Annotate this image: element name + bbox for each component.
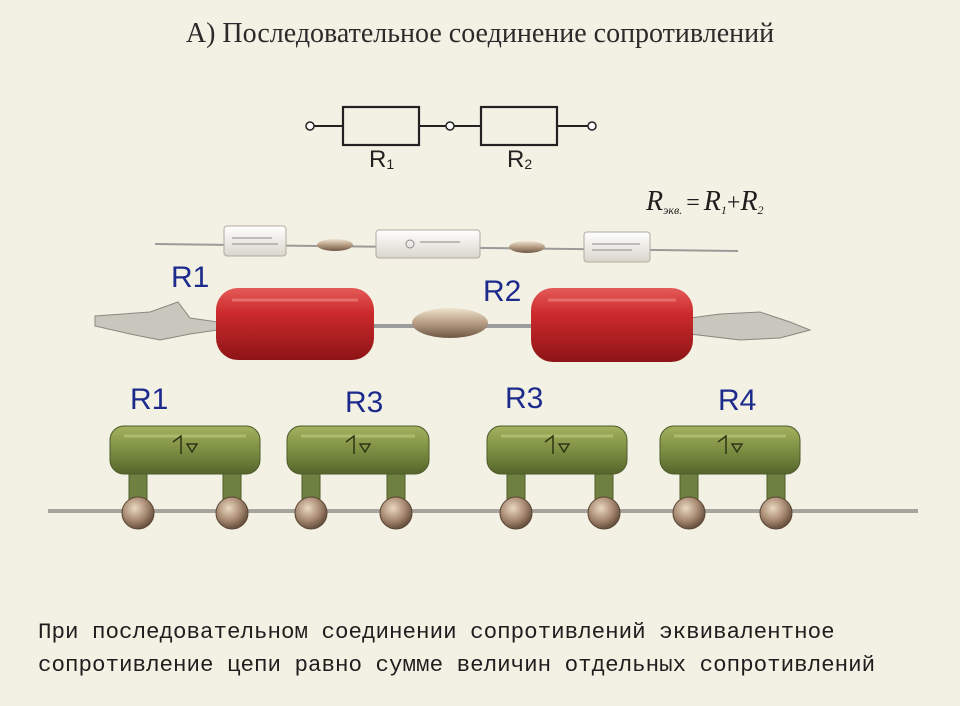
green-screw-1-2	[215, 496, 249, 530]
green-labels: R1 R3 R3 R4	[130, 382, 756, 419]
green-screw-4-2	[759, 496, 793, 530]
small-resistor-1	[223, 225, 287, 257]
green-resistor-marking-1	[172, 434, 199, 454]
schematic-resistor-r2	[479, 105, 559, 147]
schematic-label-r1: R1	[369, 146, 394, 173]
equivalent-resistance-formula: Rэкв.=R1+R2	[645, 186, 764, 217]
green-resistor-marking-4	[717, 434, 744, 454]
page-title: А) Последовательное соединение сопротивл…	[185, 18, 775, 49]
green-screw-2-2	[379, 496, 413, 530]
green-screw-3-2	[587, 496, 621, 530]
green-resistor-body-3	[486, 425, 628, 475]
green-resistors-row	[48, 425, 918, 530]
right-lead	[689, 311, 812, 341]
red-resistor-r2	[531, 288, 693, 362]
caption: При последовательном соединении сопротив…	[38, 616, 938, 682]
junction-node	[445, 121, 455, 131]
green-screw-1-1	[121, 496, 155, 530]
green-screw-3-1	[499, 496, 533, 530]
label-red-r2: R2	[483, 275, 521, 308]
left-lead	[94, 301, 219, 341]
label-red-r1: R1	[171, 261, 209, 294]
solder-joint-1	[317, 239, 353, 251]
schematic-diagram: R1 R2	[305, 105, 597, 173]
green-screw-4-1	[672, 496, 706, 530]
green-screw-2-1	[294, 496, 328, 530]
green-resistor-body-2	[286, 425, 430, 475]
solder-joint-red	[412, 308, 488, 338]
red-resistors-row: R1 R2	[94, 261, 812, 362]
small-white-resistors-row	[154, 225, 739, 263]
caption-line-2: сопротивление цепи равно сумме величин о…	[38, 652, 876, 678]
caption-line-1: При последовательном соединении сопротив…	[38, 619, 835, 645]
label-green-r3-b: R3	[505, 382, 543, 415]
green-resistor-body-1	[109, 425, 261, 475]
small-resistor-2	[375, 229, 481, 259]
red-resistor-r1	[216, 288, 374, 360]
terminal-right	[587, 121, 597, 131]
green-resistor-marking-2	[345, 434, 372, 454]
green-resistor-marking-3	[544, 434, 571, 454]
schematic-label-r2: R2	[507, 146, 532, 173]
solder-joint-2	[509, 241, 545, 253]
small-resistor-3	[583, 231, 651, 263]
terminal-left	[305, 121, 315, 131]
green-resistor-body-4	[659, 425, 801, 475]
schematic-resistor-r1	[341, 105, 421, 147]
label-green-r3-a: R3	[345, 386, 383, 419]
label-green-r1: R1	[130, 383, 168, 416]
label-green-r4: R4	[718, 384, 756, 417]
